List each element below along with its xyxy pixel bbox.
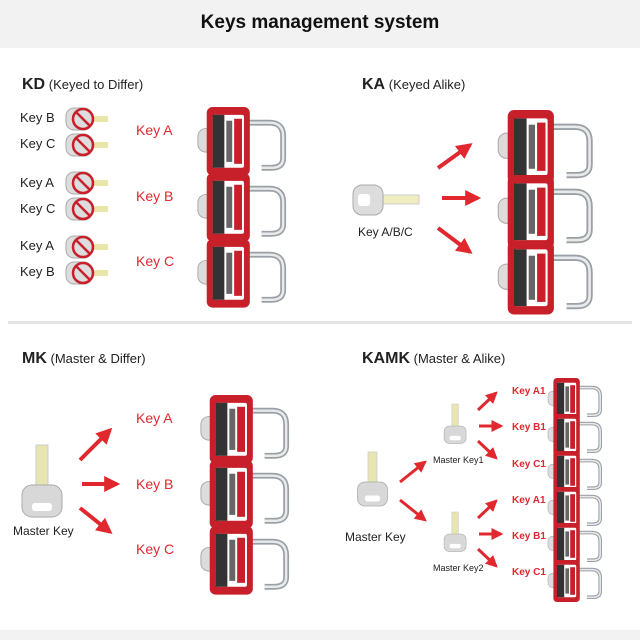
arrow (476, 439, 498, 460)
section-divider (8, 321, 632, 324)
arrow (78, 427, 113, 462)
kamk-master-key-label: Master Key (345, 530, 406, 544)
kamk-key-label: Key A1 (512, 495, 546, 506)
kamk-key-label: Key A1 (512, 386, 546, 397)
kd-blocked-key-label: Key A (20, 238, 54, 253)
mk-key-label: Key A (136, 410, 173, 426)
blocked-key-icon (65, 133, 108, 157)
arrow (399, 498, 427, 522)
blocked-key-icon (65, 235, 108, 259)
master-key-icon (21, 444, 63, 518)
kd-blocked-key-label: Key C (20, 136, 56, 151)
arrow (476, 391, 498, 412)
padlock-icon (547, 414, 603, 456)
mk-master-key-label: Master Key (13, 524, 74, 538)
arrow (476, 547, 498, 568)
ka-code: KA (362, 76, 386, 93)
padlock-icon (197, 239, 287, 308)
blocked-key-icon (65, 197, 108, 221)
padlock-icon (547, 451, 603, 493)
header-band (0, 0, 640, 48)
padlock-icon (547, 523, 603, 565)
mk-heading: MK (Master & Differ) (22, 350, 146, 368)
kamk-key-label: Key B1 (512, 422, 546, 433)
padlock-icon (547, 560, 603, 602)
kd-key-label: Key A (136, 122, 173, 138)
mk-name: (Master & Differ) (50, 351, 146, 366)
padlock-icon (197, 173, 287, 242)
kamk-code: KAMK (362, 350, 410, 367)
kamk-master-key2-label: Master Key2 (433, 563, 484, 573)
kamk-name: (Master & Alike) (413, 351, 506, 366)
padlock-icon (497, 175, 593, 249)
master-key-icon (357, 451, 388, 507)
arrow (78, 506, 113, 534)
kd-code: KD (22, 76, 46, 93)
arrow (399, 460, 427, 484)
padlock-icon (497, 110, 593, 184)
master-key2-icon (443, 511, 467, 552)
ka-key-label: Key A/B/C (358, 225, 413, 239)
kamk-heading: KAMK (Master & Alike) (362, 350, 505, 368)
key-icon (352, 184, 420, 216)
mk-key-label: Key C (136, 541, 175, 557)
kamk-master-key1-label: Master Key1 (433, 455, 484, 465)
kamk-key-label: Key B1 (512, 531, 546, 542)
kamk-key-label: Key C1 (512, 459, 546, 470)
page-title: Keys management system (200, 12, 440, 33)
blocked-key-icon (65, 171, 108, 195)
padlock-icon (200, 395, 290, 464)
ka-name: (Keyed Alike) (388, 77, 466, 92)
mk-key-label: Key B (136, 476, 174, 492)
kamk-key-label: Key C1 (512, 567, 546, 578)
padlock-icon (547, 487, 603, 529)
master-key1-icon (443, 403, 467, 444)
ka-heading: KA (Keyed Alike) (362, 76, 465, 94)
kd-key-label: Key C (136, 253, 175, 269)
mk-code: MK (22, 350, 47, 367)
kd-heading: KD (Keyed to Differ) (22, 76, 143, 94)
kd-blocked-key-label: Key A (20, 175, 54, 190)
kd-blocked-key-label: Key B (20, 110, 55, 125)
blocked-key-icon (65, 107, 108, 131)
arrow (436, 143, 473, 170)
padlock-icon (497, 241, 593, 315)
kd-key-label: Key B (136, 188, 174, 204)
blocked-key-icon (65, 261, 108, 285)
arrow (476, 499, 498, 520)
padlock-icon (547, 378, 603, 420)
padlock-icon (197, 107, 287, 176)
arrow (436, 226, 473, 254)
footer-band (0, 630, 640, 640)
padlock-icon (200, 526, 290, 595)
padlock-icon (200, 460, 290, 529)
kd-name: (Keyed to Differ) (48, 77, 144, 92)
kd-blocked-key-label: Key C (20, 201, 56, 216)
kd-blocked-key-label: Key B (20, 264, 55, 279)
